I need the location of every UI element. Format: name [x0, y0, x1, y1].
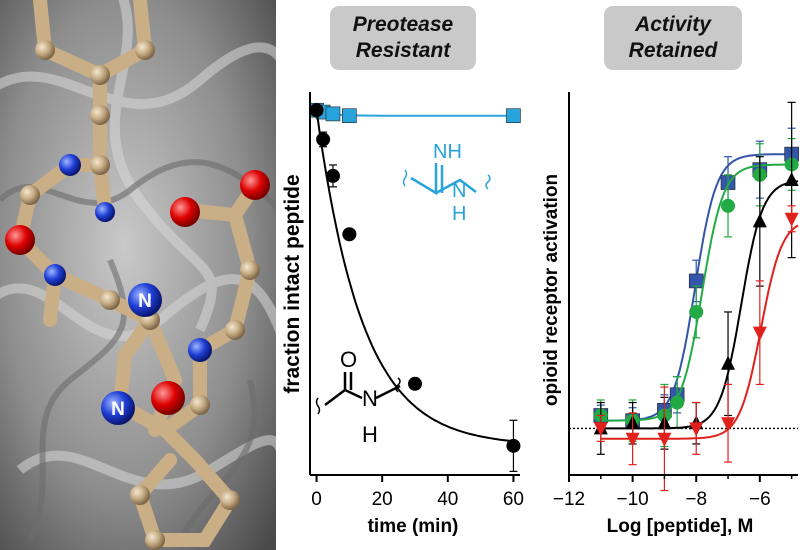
atom-label-n-lower: N: [111, 399, 125, 420]
series-amidine: [309, 102, 521, 124]
data-point: [325, 106, 341, 122]
amide-label-h: H: [362, 422, 378, 447]
amide-label-o: O: [340, 347, 357, 372]
badge-line-1: Preotease: [352, 13, 454, 36]
badge-line-2: Retained: [628, 39, 718, 62]
x-axis-ticks: −12 −10 −8 −6: [553, 475, 793, 510]
data-point: [325, 168, 340, 183]
data-point: [752, 213, 767, 228]
atom-label-n-upper: N: [138, 291, 152, 312]
amidine-structure-icon: [402, 163, 491, 196]
data-point: [506, 108, 521, 124]
x-tick-label: 20: [372, 489, 393, 510]
amidine-label-nh: NH: [433, 141, 462, 163]
series-red: [593, 205, 799, 492]
x-tick-label: 60: [503, 489, 524, 510]
y-axis-title: opioid receptor activation: [541, 174, 562, 406]
activity-retained-badge: Activity Retained: [604, 6, 742, 70]
badge-line-2: Resistant: [355, 39, 451, 62]
amide-label-n: N: [362, 386, 378, 411]
fit-curve: [315, 110, 514, 443]
amidine-label-n: N: [452, 180, 466, 202]
data-point: [689, 422, 704, 437]
x-tick-label: 40: [437, 489, 458, 510]
data-point: [657, 432, 672, 447]
x-axis-title: Log [peptide], M: [607, 516, 754, 537]
data-point: [408, 376, 422, 391]
series-amide: [309, 103, 521, 472]
amidine-label-h: H: [452, 203, 466, 225]
receptor-activation-chart: −12 −10 −8 −6 Log [peptide], M opioid recep…: [541, 92, 799, 537]
x-axis-title: time (min): [368, 516, 459, 537]
molecular-model-image: N N: [0, 0, 276, 550]
data-point: [670, 395, 685, 410]
data-point: [784, 171, 799, 186]
x-tick-label: 0: [311, 489, 322, 510]
protease-stability-chart: 0 20 40 60 time (min) fraction intact pepti…: [281, 92, 524, 537]
protease-resistant-badge: Preotease Resistant: [330, 6, 476, 70]
x-tick-label: −12: [553, 489, 585, 510]
data-point: [342, 108, 357, 124]
data-point: [316, 132, 331, 147]
data-point: [309, 103, 324, 118]
badge-line-1: Activity: [635, 13, 711, 36]
x-tick-label: −8: [685, 489, 707, 510]
data-point: [721, 417, 736, 432]
data-point: [752, 326, 767, 341]
receptor-activation-plot-area: [569, 101, 799, 492]
data-point: [721, 198, 736, 213]
data-point: [625, 432, 640, 447]
amide-structure-icon: [315, 372, 401, 415]
y-axis-title: fraction intact peptide: [281, 174, 304, 393]
data-point: [342, 227, 357, 242]
protease-stability-plot-area: [309, 102, 521, 472]
data-point: [784, 212, 799, 227]
data-point: [721, 355, 736, 370]
x-tick-label: −6: [749, 489, 771, 510]
x-tick-label: −10: [616, 489, 648, 510]
data-point: [506, 438, 521, 453]
series-blue: [593, 127, 799, 435]
x-axis-ticks: 0 20 40 60: [311, 475, 524, 510]
data-point: [689, 304, 704, 319]
data-point: [593, 422, 608, 437]
